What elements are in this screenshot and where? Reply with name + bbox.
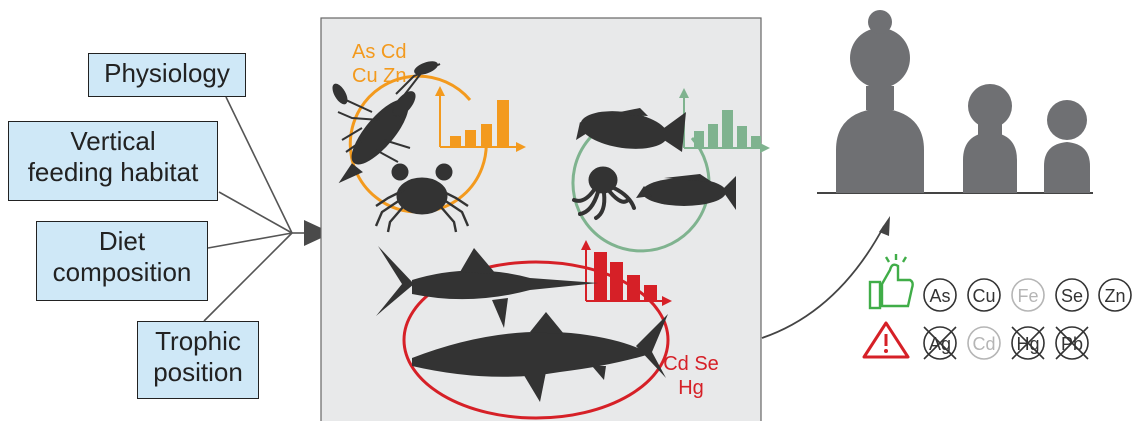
factor-label: composition	[52, 257, 192, 287]
bar	[465, 130, 476, 147]
bar	[450, 136, 461, 147]
predator-group	[376, 240, 672, 420]
boy-person-icon	[1044, 100, 1090, 193]
surgeonfish-icon	[576, 108, 686, 152]
factor-label: position	[153, 357, 243, 387]
element-line: Cd Se	[663, 353, 719, 375]
grouper-icon	[636, 174, 736, 210]
lobster-icon	[332, 61, 441, 184]
bar	[722, 110, 733, 148]
crustacean-group	[332, 61, 526, 233]
warning-icon	[862, 321, 910, 359]
element-line: As Cd	[352, 41, 407, 63]
factor-label: feeding habitat	[27, 157, 199, 187]
bar	[497, 100, 509, 147]
bar	[481, 124, 492, 147]
converging-lines	[203, 96, 306, 322]
element-line: Hg	[678, 377, 704, 399]
output-arrow	[761, 225, 885, 339]
shark-icon	[412, 312, 668, 402]
thumbs-up-icon	[868, 254, 914, 310]
predator-elements-label: Cd Se Hg	[656, 352, 726, 400]
element-line: Cu Zn	[352, 65, 407, 87]
octopus-icon	[572, 166, 636, 220]
crab-icon	[374, 163, 470, 233]
bar	[644, 285, 657, 301]
risk-element: Cd	[972, 334, 995, 354]
adult-person-icon	[836, 10, 924, 193]
output-arrowhead	[879, 216, 890, 236]
girl-person-icon	[963, 84, 1017, 193]
benefit-element: Zn	[1104, 286, 1125, 306]
factor-vertical-feeding-habitat: Vertical feeding habitat	[8, 121, 218, 201]
benefit-element: Se	[1061, 286, 1083, 306]
bar	[627, 275, 640, 301]
crustacean-elements-label: As Cd Cu Zn	[352, 40, 406, 88]
benefit-element: Fe	[1017, 286, 1038, 306]
predator-bar-chart	[581, 240, 672, 306]
bar	[708, 124, 718, 148]
benefit-elements: As Cu Fe Se Zn	[923, 278, 1132, 312]
bar	[694, 131, 704, 148]
crustacean-bar-chart	[435, 86, 526, 152]
factor-label: Diet	[98, 226, 146, 256]
factor-label: Physiology	[104, 58, 230, 88]
risk-elements: Ag Cd Hg Pb	[923, 326, 1089, 360]
benefit-element: As	[929, 286, 950, 306]
input-arrowhead	[304, 220, 332, 246]
factor-physiology: Physiology	[88, 53, 246, 97]
reef-fish-group	[571, 88, 770, 253]
bar	[737, 126, 747, 148]
factor-diet-composition: Diet composition	[36, 221, 208, 301]
bar	[594, 252, 607, 301]
factor-label: Trophic	[155, 326, 241, 356]
bar	[751, 136, 761, 148]
bar	[610, 262, 623, 301]
factor-label: Vertical	[70, 126, 156, 156]
swordfish-icon	[376, 246, 598, 328]
benefit-element: Cu	[972, 286, 995, 306]
factor-trophic-position: Trophic position	[137, 321, 259, 399]
